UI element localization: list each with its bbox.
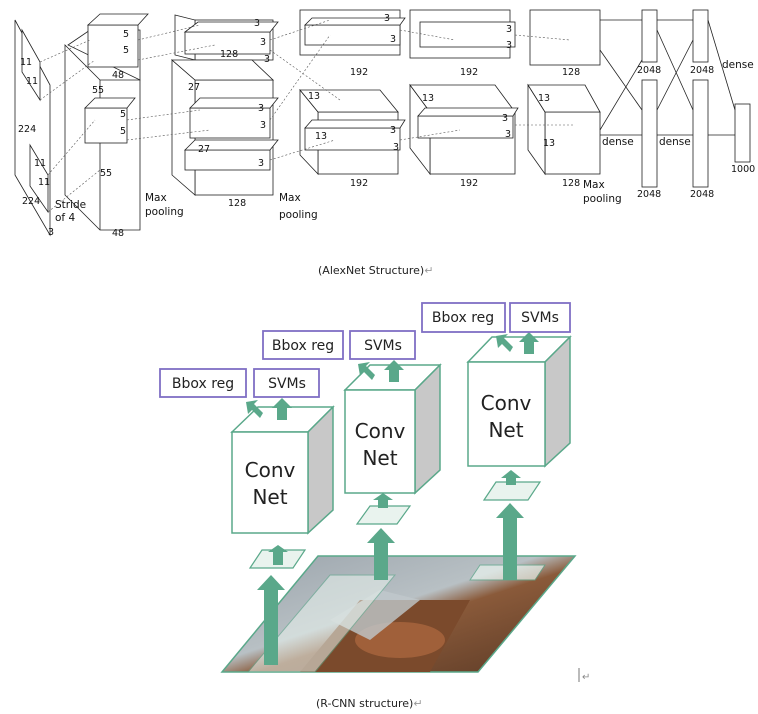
fc1-top-units: 2048 <box>637 65 661 76</box>
conv4-kernel-3: 3 <box>502 113 508 124</box>
conv4-kernel-4: 3 <box>505 129 511 140</box>
conv-net-cube-3: Conv Net <box>468 337 570 466</box>
conv2-kernel-5: 3 <box>260 120 266 131</box>
pool1-label-1: Max <box>145 192 167 204</box>
bbox-reg-label-3: Bbox reg <box>432 310 494 326</box>
pool3-label-1: Max <box>583 179 605 191</box>
conv5-depth-bottom: 128 <box>562 178 580 189</box>
input-width-label: 224 <box>22 196 40 207</box>
conv3-kernel-1: 3 <box>384 13 390 24</box>
bbox-reg-label-2: Bbox reg <box>272 338 334 354</box>
fc2-top <box>693 10 708 62</box>
stride-label-2: of 4 <box>55 212 75 224</box>
pool2-label-1: Max <box>279 192 301 204</box>
fc1-bottom-units: 2048 <box>637 189 661 200</box>
conv2-size-label-2: 27 <box>198 144 210 155</box>
conv3-kernel-4: 3 <box>393 142 399 153</box>
conv2-kernel-4: 3 <box>258 103 264 114</box>
fc2-bottom-units: 2048 <box>690 189 714 200</box>
pool2-label-2: pooling <box>279 209 318 221</box>
input-kernel-bottom-b: 11 <box>38 177 50 188</box>
stride-label-1: Stride <box>55 199 86 211</box>
svms-label-2: SVMs <box>364 338 402 354</box>
conv2-depth-bottom: 128 <box>228 198 246 209</box>
fc3 <box>735 104 750 162</box>
conv4-size-label: 13 <box>422 93 434 104</box>
alexnet-diagram: 11 11 11 11 224 224 3 Stride of 4 55 55 … <box>0 0 758 245</box>
conv1-size-label-2: 55 <box>100 168 112 179</box>
conv1-kernel-1: 5 <box>123 29 129 40</box>
alexnet-caption: (AlexNet Structure)↵ <box>318 264 433 277</box>
conv-net-cube-2: Conv Net <box>345 365 440 493</box>
conv3-size-label: 13 <box>308 91 320 102</box>
conv2-kernel-2: 3 <box>260 37 266 48</box>
return-mark: ↵ <box>424 264 433 277</box>
rcnn-diagram: Conv Net Conv Net Conv Net <box>0 280 758 710</box>
fc-dense-label-3: dense <box>722 59 754 71</box>
fc2-top-units: 2048 <box>690 65 714 76</box>
conv-net-2-line2: Net <box>362 446 397 470</box>
conv3-depth-top: 192 <box>350 67 368 78</box>
conv5-size-label-2: 13 <box>543 138 555 149</box>
conv-net-1-line1: Conv <box>245 458 296 482</box>
conv3-depth-bottom: 192 <box>350 178 368 189</box>
input-kernel-top-b: 11 <box>26 76 38 87</box>
input-depth-label: 3 <box>48 227 54 238</box>
conv-net-3-line1: Conv <box>481 391 532 415</box>
conv-net-cube-1: Conv Net <box>232 407 333 533</box>
conv2-size-label: 27 <box>188 82 200 93</box>
conv4-kernel-1: 3 <box>506 24 512 35</box>
conv2-kernel-3: 3 <box>264 54 270 65</box>
fc1-top <box>642 10 657 62</box>
conv1-depth-top: 48 <box>112 70 124 81</box>
return-mark-2: ↵ <box>413 697 422 710</box>
conv1-depth-bottom: 48 <box>112 228 124 239</box>
conv1-kernel-3: 5 <box>120 109 126 120</box>
cursor-return-mark: ↵ <box>582 672 590 683</box>
conv1-size-label: 55 <box>92 85 104 96</box>
fc-output-units: 1000 <box>731 164 755 175</box>
alexnet-caption-text: (AlexNet Structure) <box>318 264 424 277</box>
conv1-kernel-4: 5 <box>120 126 126 137</box>
fc1-bottom <box>642 80 657 187</box>
pool3-label-2: pooling <box>583 193 622 205</box>
conv3-kernel-3: 3 <box>390 125 396 136</box>
conv2-kernel-1: 3 <box>254 18 260 29</box>
conv1-kernel-2: 5 <box>123 45 129 56</box>
pool1-label-2: pooling <box>145 206 184 218</box>
conv4-depth-top: 192 <box>460 67 478 78</box>
conv-net-2-line1: Conv <box>355 419 406 443</box>
conv-net-1-line2: Net <box>252 485 287 509</box>
conv5-depth-top: 128 <box>562 67 580 78</box>
rcnn-caption-text: (R-CNN structure) <box>316 697 413 710</box>
svms-label-1: SVMs <box>268 376 306 392</box>
conv4-depth-bottom: 192 <box>460 178 478 189</box>
rcnn-caption: (R-CNN structure)↵ <box>316 697 423 710</box>
conv3-size-label-2: 13 <box>315 131 327 142</box>
fc-dense-label-1: dense <box>602 136 634 148</box>
conv4-kernel-2: 3 <box>506 40 512 51</box>
input-kernel-top: 11 <box>20 57 32 68</box>
input-height-label: 224 <box>18 124 36 135</box>
fc2-bottom <box>693 80 708 187</box>
bbox-reg-label-1: Bbox reg <box>172 376 234 392</box>
conv-net-3-line2: Net <box>488 418 523 442</box>
conv2-depth-top: 128 <box>220 49 238 60</box>
conv2-kernel-6: 3 <box>258 158 264 169</box>
svms-label-3: SVMs <box>521 310 559 326</box>
conv3-kernel-2: 3 <box>390 34 396 45</box>
input-kernel-bottom: 11 <box>34 158 46 169</box>
fc-dense-label-2: dense <box>659 136 691 148</box>
conv5-size-label: 13 <box>538 93 550 104</box>
